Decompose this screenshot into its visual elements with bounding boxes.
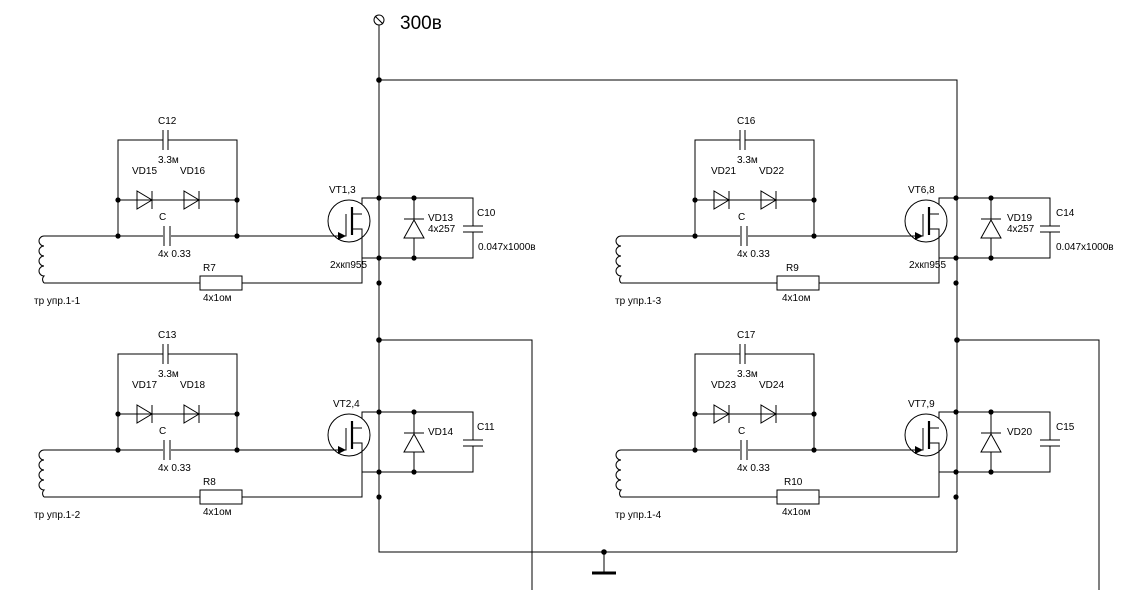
c-label: C	[159, 212, 166, 223]
c-label: C	[738, 426, 745, 437]
vd15-label: VD15	[132, 166, 157, 177]
vd21-label: VD21	[711, 166, 736, 177]
c13-label: C13	[158, 330, 177, 341]
r10-label: R10	[784, 477, 803, 488]
vd14-label: VD14	[428, 427, 453, 438]
module-3: C16 3.3м VD21 VD22 C 4x 0.33 VT6,8 2xкп9…	[614, 116, 1114, 307]
vd19-label: VD19	[1007, 213, 1032, 224]
r7-value: 4x1ом	[203, 293, 232, 304]
transformer-3-label: тр упр.1-3	[615, 296, 662, 307]
vd13-label: VD13	[428, 213, 453, 224]
vt24-label: VT2,4	[333, 399, 360, 410]
r10-value: 4x1ом	[782, 507, 811, 518]
vt68-type: 2xкп955	[909, 260, 946, 271]
c11-label: C11	[477, 422, 495, 433]
module-4: C17 3.3м VD23 VD24 C 4x 0.33 VT7,9 VD20 …	[614, 330, 1075, 521]
c-label: C	[159, 426, 166, 437]
supply-label: 300в	[400, 13, 442, 34]
r9-value: 4x1ом	[782, 293, 811, 304]
c13-value: 3.3м	[158, 369, 179, 380]
c14-label: C14	[1056, 208, 1075, 219]
vd17-label: VD17	[132, 380, 157, 391]
c-label: C	[738, 212, 745, 223]
module-1: C12 3.3м VD15 VD16 C 4x 0.33 VT1,3 2xкп9…	[34, 116, 536, 307]
c-value: 4x 0.33	[737, 463, 770, 474]
transformer-2-label: тр упр.1-2	[34, 510, 81, 521]
vd19-value: 4x257	[1007, 224, 1035, 235]
vd18-label: VD18	[180, 380, 205, 391]
c12-value: 3.3м	[158, 155, 179, 166]
vt13-label: VT1,3	[329, 185, 356, 196]
r8-value: 4x1ом	[203, 507, 232, 518]
c-value: 4x 0.33	[737, 249, 770, 260]
c15-label: C15	[1056, 422, 1075, 433]
c-value: 4x 0.33	[158, 249, 191, 260]
c16-value: 3.3м	[737, 155, 758, 166]
c12-label: C12	[158, 116, 177, 127]
transformer-4-label: тр упр.1-4	[615, 510, 662, 521]
vt79-label: VT7,9	[908, 399, 935, 410]
c10-label: C10	[477, 208, 496, 219]
c14-value: 0.047x1000в	[1056, 242, 1114, 253]
power-rails	[378, 25, 1100, 590]
vt68-label: VT6,8	[908, 185, 935, 196]
c10-value: 0.047x1000в	[478, 242, 536, 253]
r8-label: R8	[203, 477, 216, 488]
vd24-label: VD24	[759, 380, 784, 391]
c17-value: 3.3м	[737, 369, 758, 380]
vd16-label: VD16	[180, 166, 205, 177]
vd13-value: 4x257	[428, 224, 456, 235]
r9-label: R9	[786, 263, 799, 274]
c-value: 4x 0.33	[158, 463, 191, 474]
module-2: C13 3.3м VD17 VD18 C 4x 0.33 VT2,4 VD14 …	[34, 330, 495, 521]
c17-label: C17	[737, 330, 756, 341]
junction-dots	[376, 77, 960, 555]
vt13-type: 2xкп955	[330, 260, 367, 271]
transformer-1-label: тр упр.1-1	[34, 296, 81, 307]
vd22-label: VD22	[759, 166, 784, 177]
c16-label: C16	[737, 116, 756, 127]
vd20-label: VD20	[1007, 427, 1032, 438]
r7-label: R7	[203, 263, 216, 274]
vd23-label: VD23	[711, 380, 736, 391]
ground-symbol	[592, 552, 616, 575]
